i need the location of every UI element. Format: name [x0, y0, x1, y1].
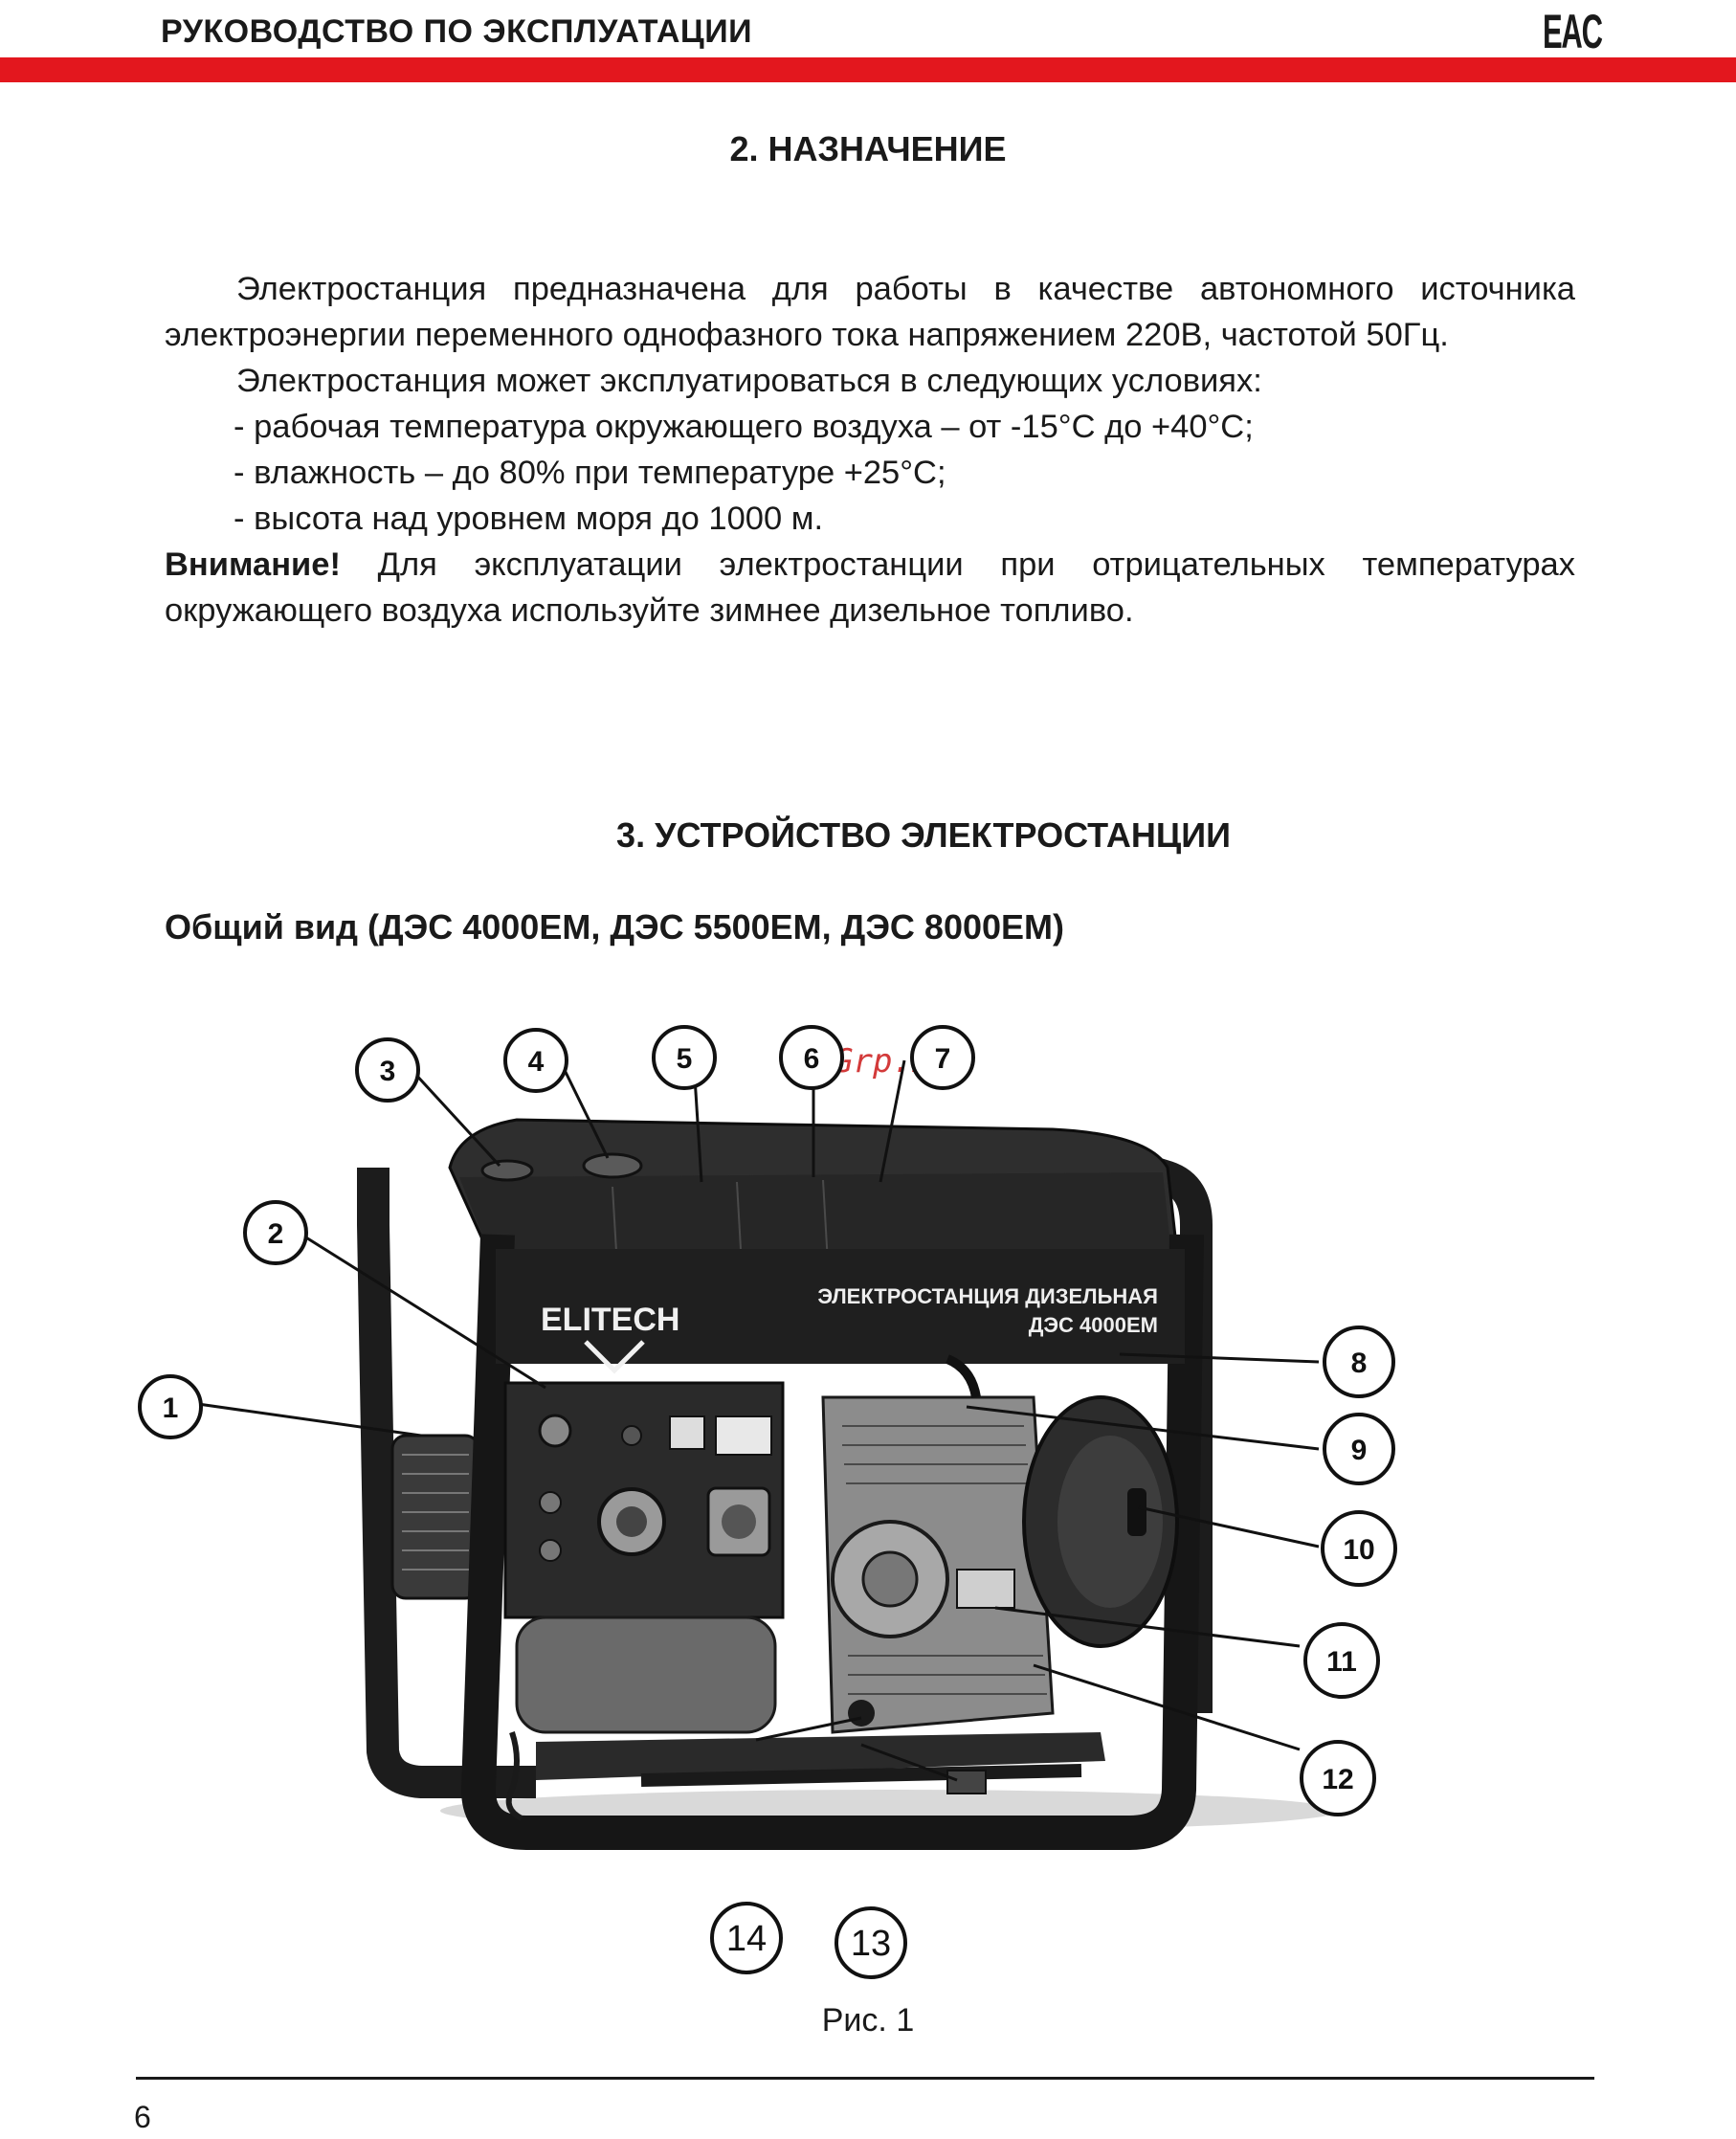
- callout-label: 5: [677, 1043, 693, 1075]
- oil-drain: [848, 1700, 875, 1727]
- callout-label: 7: [935, 1043, 951, 1075]
- eac-logo: EAC: [1543, 5, 1603, 58]
- ground-cable: [505, 1731, 523, 1821]
- leader-lines: [197, 1059, 1320, 1782]
- callout-label: 12: [1322, 1764, 1353, 1795]
- section-3-subtitle: Общий вид (ДЭС 4000ЕМ, ДЭС 5500ЕМ, ДЭС 8…: [165, 907, 1065, 947]
- warning-paragraph: Внимание! Для эксплуатации электростанци…: [165, 542, 1575, 634]
- panel-model: ДЭС 4000ЕМ: [1029, 1313, 1158, 1337]
- base-skid: [536, 1732, 1105, 1780]
- callout-label: 9: [1351, 1435, 1368, 1466]
- callout-label: 13: [851, 1924, 891, 1964]
- fuel-gauge: [480, 1159, 534, 1182]
- condition-item: - рабочая температура окружающего воздух…: [234, 409, 1254, 445]
- dc-terminal: [539, 1539, 562, 1562]
- section-2-title: 2. НАЗНАЧЕНИЕ: [729, 129, 1007, 168]
- starter-handle: [1127, 1488, 1146, 1536]
- front-band: [496, 1249, 1185, 1364]
- circuit-breakers: [715, 1415, 772, 1456]
- frame-left-tube: [357, 1168, 536, 1798]
- header-title: РУКОВОДСТВО ПО ЭКСПЛУАТАЦИИ: [161, 13, 753, 50]
- dc-terminal: [539, 1491, 562, 1514]
- fuel-tank-side: [459, 1172, 1172, 1273]
- callout-label: 1: [163, 1393, 179, 1424]
- ac-socket-eu-core: [722, 1504, 756, 1539]
- callout-label: 6: [804, 1043, 820, 1075]
- purpose-paragraph: Электростанция предназначена для работы …: [165, 271, 1575, 353]
- callout-labels-large: 13 14: [726, 1919, 891, 1964]
- mount-foot: [946, 1770, 987, 1794]
- panel-title: ЭЛЕКТРОСТАНЦИЯ ДИЗЕЛЬНАЯ: [817, 1284, 1158, 1308]
- fuel-cap: [582, 1152, 643, 1179]
- brand-logo: ELITECH: [541, 1302, 679, 1338]
- callout-label: 8: [1351, 1348, 1368, 1379]
- callout-label: 14: [726, 1919, 767, 1959]
- condition-item: - высота над уровнем моря до 1000 м.: [234, 501, 824, 537]
- conditions-intro: Электростанция может эксплуатироваться в…: [236, 363, 1262, 399]
- section-3-title: 3. УСТРОЙСТВО ЭЛЕКТРОСТАНЦИИ: [616, 815, 1231, 855]
- callout-label: 11: [1326, 1646, 1357, 1678]
- fuel-pump-lever: [956, 1569, 1015, 1609]
- engine-cover-hub: [861, 1550, 919, 1608]
- callout-label: 2: [268, 1218, 284, 1250]
- warning-text: Для эксплуатации электростанции при отри…: [165, 546, 1575, 629]
- base-rail: [640, 1764, 1082, 1787]
- condition-item: - влажность – до 80% при температуре +25…: [234, 455, 946, 491]
- page-number: 6: [134, 2100, 151, 2134]
- callout-label: 3: [380, 1056, 396, 1087]
- callout-label: 4: [528, 1046, 545, 1078]
- callout-labels: 1 2 3 4 5 6 7 8 9 10 11 12: [163, 1043, 1375, 1795]
- section-2-body: Электростанция предназначена для работы …: [165, 266, 1575, 634]
- warning-label: Внимание!: [165, 546, 341, 583]
- start-switch: [538, 1414, 572, 1448]
- generator-figure: ELITECH ЭЛЕКТРОСТАНЦИЯ ДИЗЕЛЬНАЯ ДЭС 400…: [138, 1025, 1397, 1979]
- figure-caption: Рис. 1: [821, 2002, 915, 2039]
- brand-chevron: [584, 1340, 645, 1374]
- alternator: [515, 1615, 777, 1734]
- ac-socket-16a-core: [616, 1506, 647, 1537]
- indicator-lamp: [621, 1425, 642, 1446]
- frame-front-tube: [461, 1234, 1204, 1850]
- air-filter: [390, 1434, 480, 1600]
- recoil-cover: [1057, 1436, 1163, 1608]
- air-filter-ribs: [402, 1454, 469, 1571]
- voltmeter: [669, 1415, 705, 1450]
- callout-label: 10: [1343, 1534, 1374, 1566]
- engine-fins: [842, 1425, 1047, 1695]
- callout-circles: [138, 1025, 1397, 1979]
- fuel-line: [945, 1354, 981, 1399]
- footer-rule: [136, 2077, 1594, 2080]
- header-accent-bar: [0, 57, 1736, 82]
